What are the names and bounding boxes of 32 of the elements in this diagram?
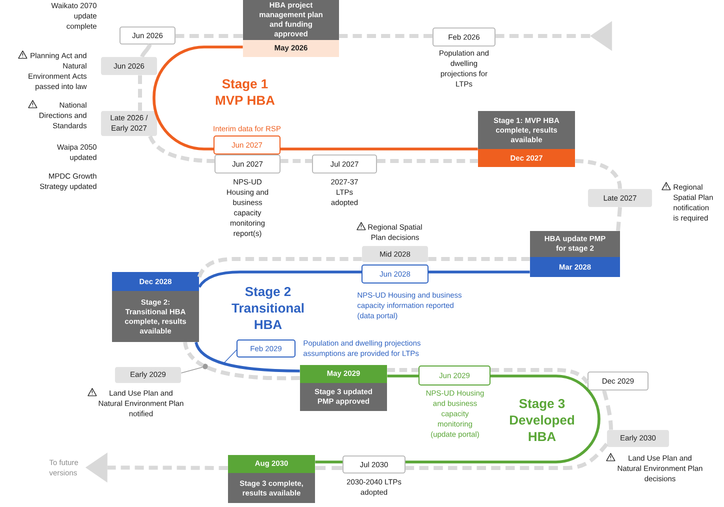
leader-line — [224, 350, 237, 364]
stage-title: Stage 2 Transitional HBA — [232, 286, 304, 330]
timeline-line — [280, 159, 312, 163]
stage-track — [315, 460, 343, 464]
timeline-line — [405, 442, 608, 470]
timeline-line — [339, 34, 433, 38]
timeline-line — [175, 34, 243, 38]
timeline-line — [197, 257, 362, 278]
timeline-line — [315, 466, 343, 470]
stage-title: Stage 3 Developed HBA — [510, 398, 574, 442]
timeline-line — [602, 390, 613, 430]
timeline-line — [85, 452, 228, 483]
stage-title: Stage 1 MVP HBA — [216, 79, 275, 105]
stage-track — [280, 148, 478, 150]
timeline-line — [140, 44, 152, 58]
stage-track — [194, 342, 300, 372]
timeline-line — [376, 159, 478, 163]
timeline-line — [428, 257, 530, 261]
stage-track — [387, 374, 418, 378]
stage-track — [152, 46, 243, 150]
stage-track — [198, 270, 362, 288]
timeline-line — [183, 342, 300, 380]
timeline-line — [138, 75, 142, 111]
timeline-line — [387, 368, 418, 372]
timeline-line — [148, 135, 215, 163]
timeline-line — [490, 368, 590, 384]
timeline-line — [495, 21, 612, 51]
timeline-line — [616, 207, 622, 231]
stage-track — [428, 270, 530, 274]
timeline-line — [575, 159, 622, 189]
stage-track — [405, 374, 600, 464]
leader-line — [180, 366, 203, 374]
